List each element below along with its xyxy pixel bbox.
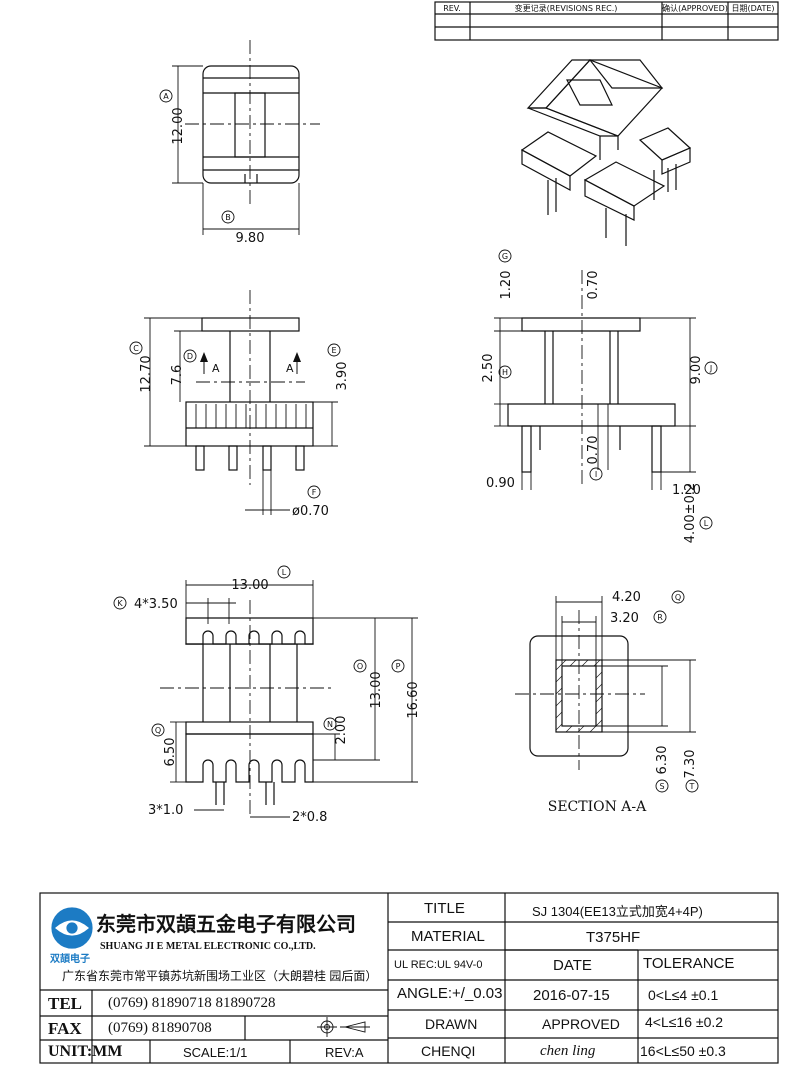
marker-side-wall-bottom: I bbox=[595, 470, 597, 479]
fax-label: FAX bbox=[48, 1019, 82, 1038]
marker-top-width: B bbox=[225, 213, 231, 222]
dim-section-inner-h: 6.30 bbox=[655, 746, 670, 775]
dim-front-pin: ø0.70 bbox=[292, 504, 329, 519]
logo-text: 双頡电子 bbox=[50, 954, 90, 965]
material-label: MATERIAL bbox=[411, 928, 485, 945]
rev-label: REV:A bbox=[325, 1045, 364, 1060]
marker-front-overall: C bbox=[133, 344, 139, 353]
marker-section-inner-w: R bbox=[657, 613, 663, 622]
tolerance-row-1: 0<L≤4 ±0.1 bbox=[648, 987, 719, 1003]
marker-top-height: A bbox=[163, 92, 169, 101]
dim-side-flange-top: 1.20 bbox=[499, 271, 514, 300]
marker-side-height: J bbox=[709, 364, 712, 373]
projection-symbol bbox=[317, 1017, 370, 1037]
approved-label: APPROVED bbox=[542, 1016, 620, 1032]
dim-section-inner-w: 3.20 bbox=[610, 611, 639, 626]
date-label: DATE bbox=[553, 957, 592, 974]
dim-bottom-pin-pitch: 3*1.0 bbox=[148, 803, 183, 818]
checked-value: chen ling bbox=[540, 1043, 596, 1059]
tolerance-label: TOLERANCE bbox=[643, 955, 735, 972]
dim-bottom-overall-len: 16.60 bbox=[406, 681, 421, 718]
dim-bottom-slot: 2.00 bbox=[334, 716, 349, 745]
marker-circles bbox=[113, 89, 718, 793]
section-arrow-right bbox=[293, 352, 301, 374]
dim-side-flange-bottom: 2.50 bbox=[481, 354, 496, 383]
marker-bottom-base: Q bbox=[155, 726, 161, 735]
rev-header-approved: 确认(APPROVED) bbox=[662, 3, 728, 13]
company-name-cn: 东莞市双頡五金电子有限公司 bbox=[96, 914, 356, 936]
angle-tolerance: ANGLE:+/_0.03 bbox=[397, 985, 503, 1002]
section-view bbox=[515, 596, 696, 770]
company-address: 广东省东莞市常平镇苏坑新围场工业区（大朗碧桂 园后面） bbox=[62, 969, 378, 983]
material-value: T375HF bbox=[586, 929, 641, 946]
marker-section-inner-h: S bbox=[659, 782, 664, 791]
tolerance-row-2: 4<L≤16 ±0.2 bbox=[645, 1014, 724, 1030]
title-value: SJ 1304(EE13立式加宽4+4P) bbox=[532, 904, 703, 919]
dim-bottom-slots: 4*3.50 bbox=[134, 597, 178, 612]
dim-side-left-offset: 0.90 bbox=[486, 476, 515, 491]
dimension-labels: 12.00 9.80 12.70 7.6 A A 3.90 ø0.70 1.20… bbox=[134, 107, 704, 825]
fax-value: (0769) 81890708 bbox=[108, 1020, 212, 1036]
marker-letters: A B C D E F G H J I L L K O P Q N Q R S … bbox=[117, 92, 712, 791]
unit-label: UNIT:MM bbox=[48, 1043, 123, 1060]
scale-label: SCALE:1/1 bbox=[183, 1045, 248, 1060]
dim-bottom-base: 6.50 bbox=[163, 738, 178, 767]
tel-label: TEL bbox=[48, 994, 83, 1013]
dim-front-overall: 12.70 bbox=[139, 355, 154, 392]
tel-value: (0769) 81890718 81890728 bbox=[108, 995, 276, 1011]
dim-side-pin-length: 4.00±0.2 bbox=[683, 483, 698, 544]
title-block-frame bbox=[39, 892, 779, 1064]
isometric-view bbox=[520, 59, 692, 246]
marker-front-base: E bbox=[331, 346, 336, 355]
dim-side-wall-top: 0.70 bbox=[586, 271, 601, 300]
revision-table bbox=[434, 1, 779, 41]
dim-section-outer-w: 4.20 bbox=[612, 590, 641, 605]
dim-front-inner: 7.6 bbox=[170, 365, 185, 386]
tolerance-row-3: 16<L≤50 ±0.3 bbox=[640, 1043, 726, 1059]
marker-section-outer-w: Q bbox=[675, 593, 681, 602]
dim-top-height: 12.00 bbox=[171, 107, 186, 144]
checked-label: CHENQI bbox=[421, 1043, 476, 1059]
section-arrow-left bbox=[200, 352, 208, 374]
bottom-view bbox=[160, 580, 418, 818]
marker-side-flange-top: G bbox=[502, 252, 508, 261]
marker-bottom-overall-len: P bbox=[396, 662, 401, 671]
drawn-label: DRAWN bbox=[425, 1016, 478, 1032]
title-label: TITLE bbox=[424, 900, 465, 917]
dim-bottom-inner-len: 13.00 bbox=[369, 671, 384, 708]
dim-side-wall-bottom: 0.70 bbox=[586, 436, 601, 465]
marker-side-pin-length: L bbox=[704, 519, 709, 528]
side-view bbox=[494, 270, 696, 490]
marker-side-flange-bottom: H bbox=[502, 368, 508, 377]
marker-bottom-slot: N bbox=[327, 720, 333, 729]
section-title: SECTION A-A bbox=[548, 799, 647, 815]
revision-table-headers: REV. 变更记录(REVISIONS REC.) 确认(APPROVED) 日… bbox=[443, 3, 774, 13]
dim-side-right-offset: 1.20 bbox=[672, 483, 701, 498]
ul-rating: UL REC:UL 94V-0 bbox=[394, 959, 483, 971]
front-view bbox=[144, 290, 338, 515]
dim-front-base: 3.90 bbox=[335, 362, 350, 391]
marker-bottom-width: L bbox=[282, 568, 287, 577]
dim-top-width: 9.80 bbox=[236, 231, 265, 246]
dim-side-height: 9.00 bbox=[689, 356, 704, 385]
marker-section-outer-h: T bbox=[689, 782, 695, 791]
rev-header-rev: REV. bbox=[443, 4, 461, 13]
rev-header-revisions: 变更记录(REVISIONS REC.) bbox=[515, 3, 618, 13]
marker-front-pin: F bbox=[312, 488, 317, 497]
marker-bottom-inner-len: O bbox=[357, 662, 363, 671]
company-name-en: SHUANG JI E METAL ELECTRONIC CO.,LTD. bbox=[100, 941, 316, 952]
date-value: 2016-07-15 bbox=[533, 987, 610, 1004]
dim-section-outer-h: 7.30 bbox=[683, 750, 698, 779]
section-arrow-left-label: A bbox=[212, 362, 220, 375]
rev-header-date: 日期(DATE) bbox=[731, 4, 774, 13]
company-logo bbox=[51, 907, 93, 949]
marker-bottom-slots: K bbox=[117, 599, 123, 608]
dim-bottom-width: 13.00 bbox=[231, 578, 268, 593]
dim-bottom-pin-width: 2*0.8 bbox=[292, 810, 327, 825]
marker-front-inner: D bbox=[187, 352, 193, 361]
section-arrow-right-label: A bbox=[286, 362, 294, 375]
top-view bbox=[172, 40, 320, 235]
